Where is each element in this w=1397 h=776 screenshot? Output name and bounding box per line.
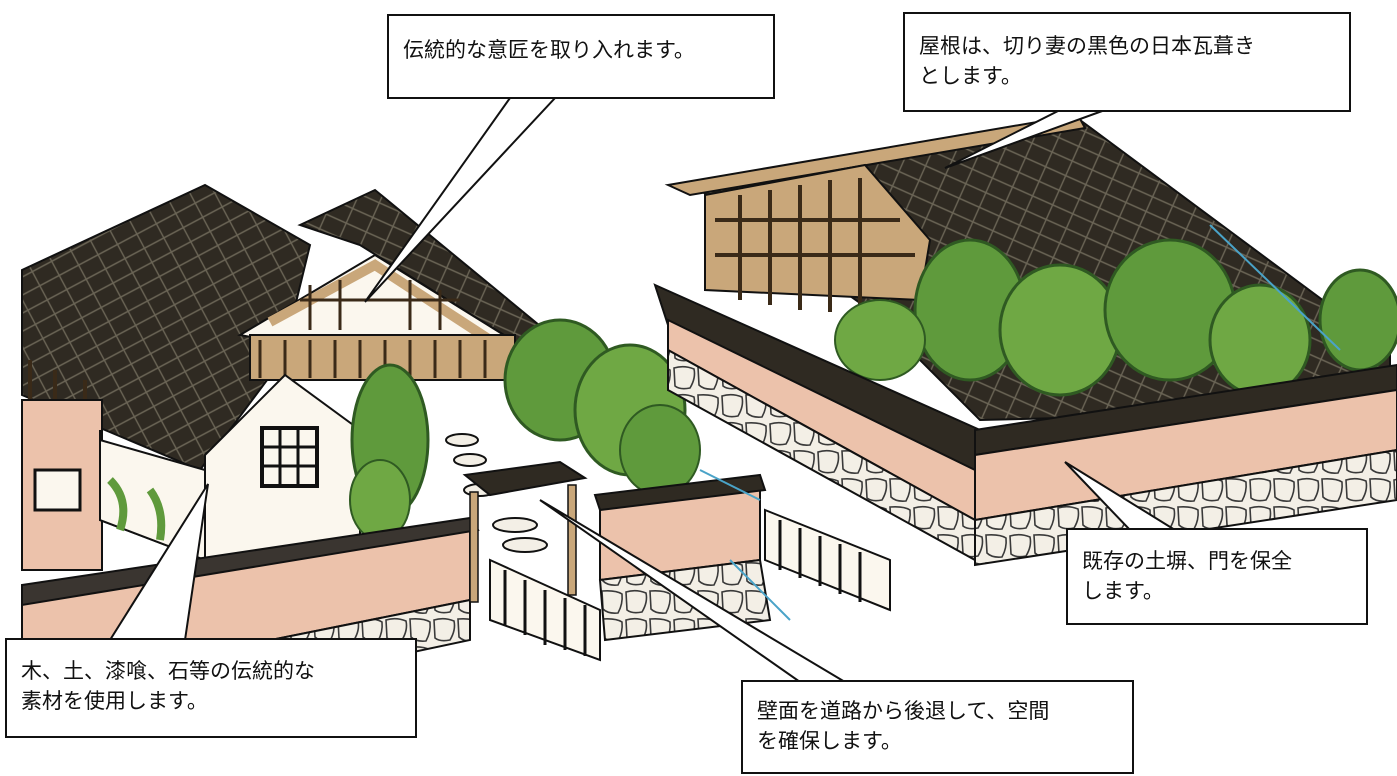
callout-roof: 屋根は、切り妻の黒色の日本瓦葺き とします。 (903, 12, 1351, 112)
callout-text-line: を確保します。 (757, 729, 902, 753)
callout-preserve-wall-gate: 既存の土塀、門を保全 します。 (1066, 528, 1368, 625)
low-fence (489, 473, 891, 662)
callout-text-line: 木、土、漆喰、石等の伝統的な (21, 659, 315, 683)
callout-text-line: 伝統的な意匠を取り入れます。 (403, 38, 695, 62)
callout-traditional-design: 伝統的な意匠を取り入れます。 (387, 14, 775, 99)
callout-traditional-materials: 木、土、漆喰、石等の伝統的な 素材を使用します。 (5, 638, 417, 738)
callout-text-line: します。 (1082, 579, 1164, 603)
callout-setback: 壁面を道路から後退して、空間 を確保します。 (741, 680, 1134, 774)
small-gate (462, 460, 588, 603)
left-house (21, 183, 547, 571)
trees-center (349, 318, 701, 541)
callout-text-line: 素材を使用します。 (21, 689, 208, 713)
guide-lines (699, 224, 1341, 621)
callout-text-line: とします。 (919, 64, 1022, 88)
callout-text-line: 壁面を道路から後退して、空間 (757, 699, 1050, 723)
callout-text-line: 既存の土塀、門を保全 (1082, 549, 1292, 573)
lattice-window (260, 426, 319, 488)
callout-text-line: 屋根は、切り妻の黒色の日本瓦葺き (919, 34, 1255, 58)
right-earthen-wall (653, 283, 1397, 567)
